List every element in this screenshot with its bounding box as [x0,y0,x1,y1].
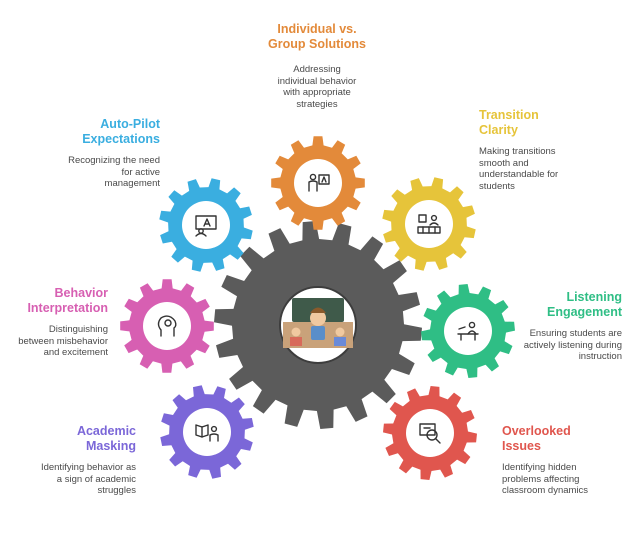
label-autopilot-desc: Recognizing the need for active manageme… [66,155,160,190]
label-individual-group-title: Individual vs. Group Solutions [262,22,372,52]
label-individual-group: Individual vs. Group Solutions Addressin… [262,22,372,110]
classroom-illustration [283,298,353,348]
label-academic-masking: Academic Masking Identifying behavior as… [40,424,136,497]
gear-transition-clarity-hub [405,200,453,248]
label-listening-engagement-title: Listening Engagement [522,290,622,320]
label-transition-clarity: Transition Clarity Making transitions sm… [479,108,579,192]
label-overlooked-issues-title: Overlooked Issues [502,424,606,454]
label-individual-group-desc: Addressing individual behavior with appr… [262,64,372,110]
label-behavior-interpretation-title: Behavior Interpretation [16,286,108,316]
label-academic-masking-desc: Identifying behavior as a sign of academ… [40,462,136,497]
label-listening-engagement: Listening Engagement Ensuring students a… [522,290,622,363]
gear-academic-masking-hub [183,408,231,456]
label-overlooked-issues: Overlooked Issues Identifying hidden pro… [502,424,606,497]
label-academic-masking-title: Academic Masking [40,424,136,454]
label-autopilot-title: Auto-Pilot Expectations [66,117,160,147]
gear-individual-group-hub [294,159,342,207]
label-overlooked-issues-desc: Identifying hidden problems affecting cl… [502,462,606,497]
label-transition-clarity-desc: Making transitions smooth and understand… [479,146,579,192]
label-listening-engagement-desc: Ensuring students are actively listening… [522,328,622,363]
label-autopilot: Auto-Pilot Expectations Recognizing the … [66,117,160,190]
label-transition-clarity-title: Transition Clarity [479,108,579,138]
label-behavior-interpretation: Behavior Interpretation Distinguishing b… [16,286,108,359]
gear-listening-engagement-hub [444,307,492,355]
gear-autopilot-hub [182,201,230,249]
label-behavior-interpretation-desc: Distinguishing between misbehavior and e… [16,324,108,359]
gear-overlooked-issues-hub [406,409,454,457]
